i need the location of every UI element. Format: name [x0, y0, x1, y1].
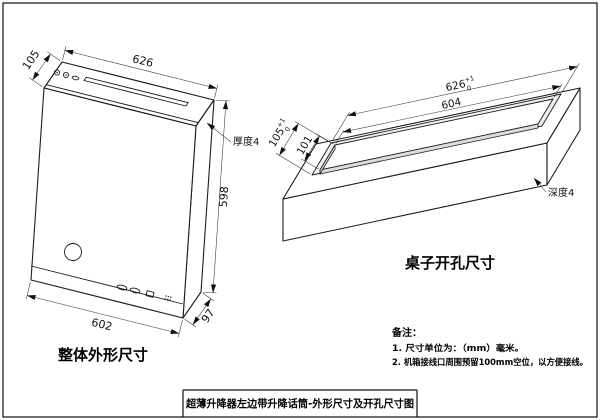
overall-view-caption: 整体外形尺寸	[58, 346, 148, 364]
panel-thickness-label: 厚度4	[233, 135, 259, 148]
cutout-left-wall	[319, 144, 336, 175]
notes-heading: 备注：	[391, 326, 422, 339]
cutout-depth-label: 深度4	[548, 186, 574, 199]
dim-598-label: 598	[217, 186, 231, 208]
note-line-1: 1. 尺寸单位为：（mm）毫米。	[392, 342, 524, 354]
dim-97-label: 97	[199, 307, 218, 326]
drawing-title: 超薄升降器左边带升降话筒-外形尺寸及开孔尺寸图	[185, 397, 414, 410]
overall-outline-view: 105 626 598 602 97	[20, 46, 259, 364]
device-front-face	[30, 87, 197, 319]
cutout-depth-callout: 深度4	[533, 177, 574, 199]
cutout-view-caption: 桌子开孔尺寸	[404, 254, 495, 272]
dim-105-tol-label: 105+10	[265, 117, 295, 151]
dim-right-height: 598	[202, 99, 231, 294]
dim-cutout-inner-length: 604	[335, 84, 563, 144]
note-line-2: 2. 机箱接线口周围预留100mm空位，以方便接线。	[392, 356, 588, 368]
dim-top-width: 626	[62, 46, 219, 99]
dim-626-tol-label: 626+10	[444, 74, 477, 97]
panel-thickness-callout: 厚度4	[206, 122, 259, 148]
table-cutout-view: 626+10 604 105+10 101 深度4 桌	[265, 62, 581, 272]
dim-602-label: 602	[90, 316, 114, 334]
top-panel-edge-line	[46, 84, 199, 124]
dim-bottom-width: 602	[25, 281, 183, 338]
notes-block: 备注： 1. 尺寸单位为：（mm）毫米。 2. 机箱接线口周围预留100mm空位…	[391, 326, 588, 368]
dim-604-label: 604	[440, 96, 462, 112]
title-block: 超薄升降器左边带升降话筒-外形尺寸及开孔尺寸图	[182, 389, 418, 417]
speaker-hole-icon	[64, 243, 82, 261]
dim-105-label: 105	[20, 48, 43, 73]
dim-626-label: 626	[131, 52, 155, 70]
